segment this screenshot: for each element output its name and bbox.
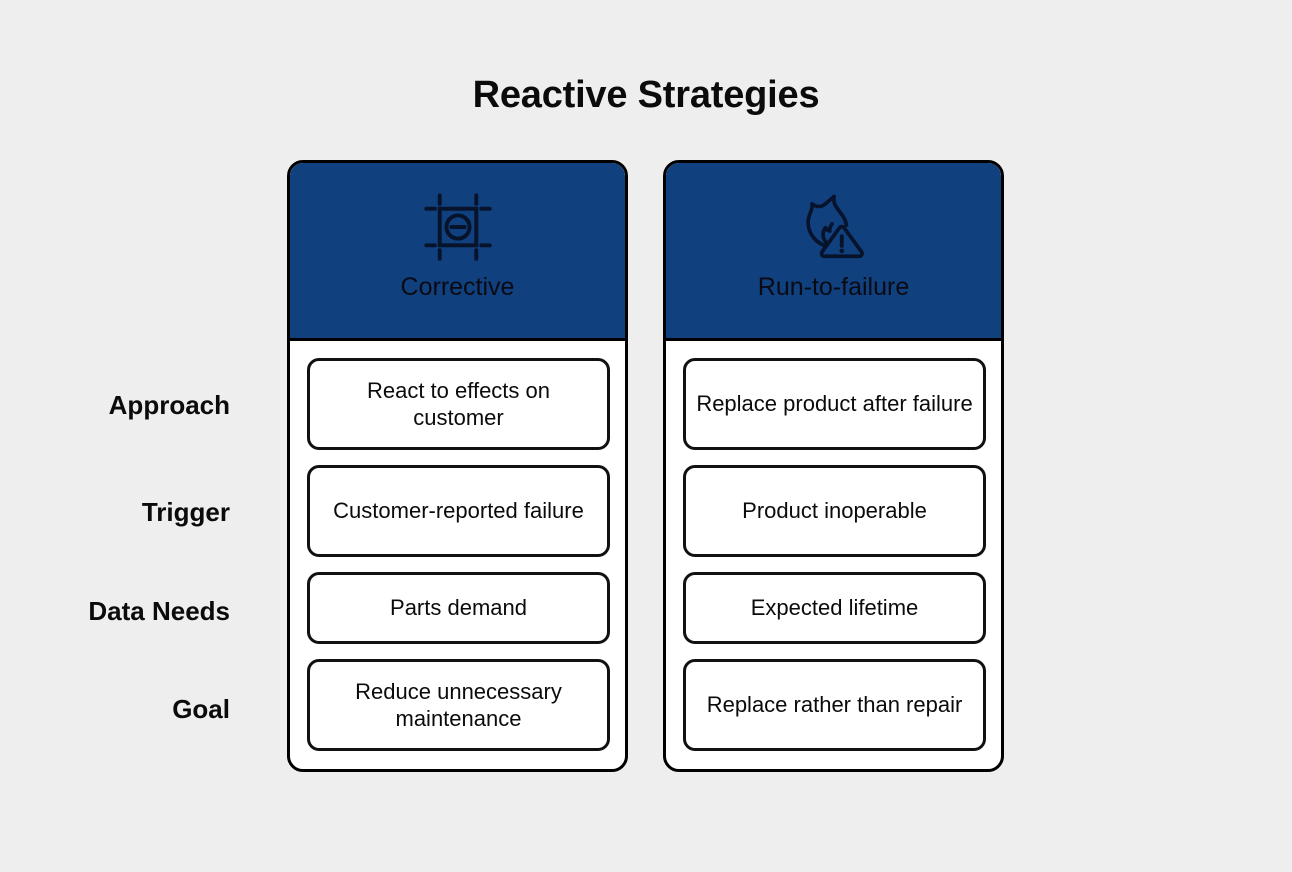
cell-corrective-trigger[interactable]: Customer-reported failure	[307, 465, 610, 557]
page-title: Reactive Strategies	[0, 74, 1292, 117]
card-title-run-to-failure: Run-to-failure	[757, 273, 910, 301]
card-header-run-to-failure: Run-to-failure	[666, 163, 1001, 341]
page-title-text: Reactive Strategies	[472, 74, 820, 116]
card-body-run-to-failure: Replace product after failure Product in…	[666, 341, 1001, 769]
row-label-column: Approach Trigger Data Needs Goal	[0, 160, 245, 772]
fire-warning-icon	[805, 194, 864, 259]
cell-corrective-data-needs[interactable]: Parts demand	[307, 572, 610, 644]
cell-run-to-failure-goal[interactable]: Replace rather than repair	[683, 659, 986, 751]
card-header-corrective: Corrective	[290, 163, 625, 341]
strategy-card-run-to-failure[interactable]: Run-to-failure Replace product after fai…	[663, 160, 1004, 772]
row-label-data-needs: Data Needs	[88, 596, 230, 626]
row-label-approach: Approach	[108, 390, 230, 420]
cell-corrective-approach[interactable]: React to effects on customer	[307, 358, 610, 450]
card-body-corrective: React to effects on customer Customer-re…	[290, 341, 625, 769]
cell-run-to-failure-data-needs[interactable]: Expected lifetime	[683, 572, 986, 644]
cell-run-to-failure-approach[interactable]: Replace product after failure	[683, 358, 986, 450]
row-label-goal: Goal	[172, 694, 230, 724]
strategy-card-corrective[interactable]: Corrective React to effects on customer …	[287, 160, 628, 772]
crop-minus-icon	[423, 193, 492, 261]
row-label-trigger: Trigger	[141, 497, 230, 527]
strategy-matrix: Approach Trigger Data Needs Goal Correct…	[0, 160, 1292, 772]
cell-run-to-failure-trigger[interactable]: Product inoperable	[683, 465, 986, 557]
cell-corrective-goal[interactable]: Reduce unnecessary maintenance	[307, 659, 610, 751]
card-title-corrective: Corrective	[400, 273, 515, 301]
